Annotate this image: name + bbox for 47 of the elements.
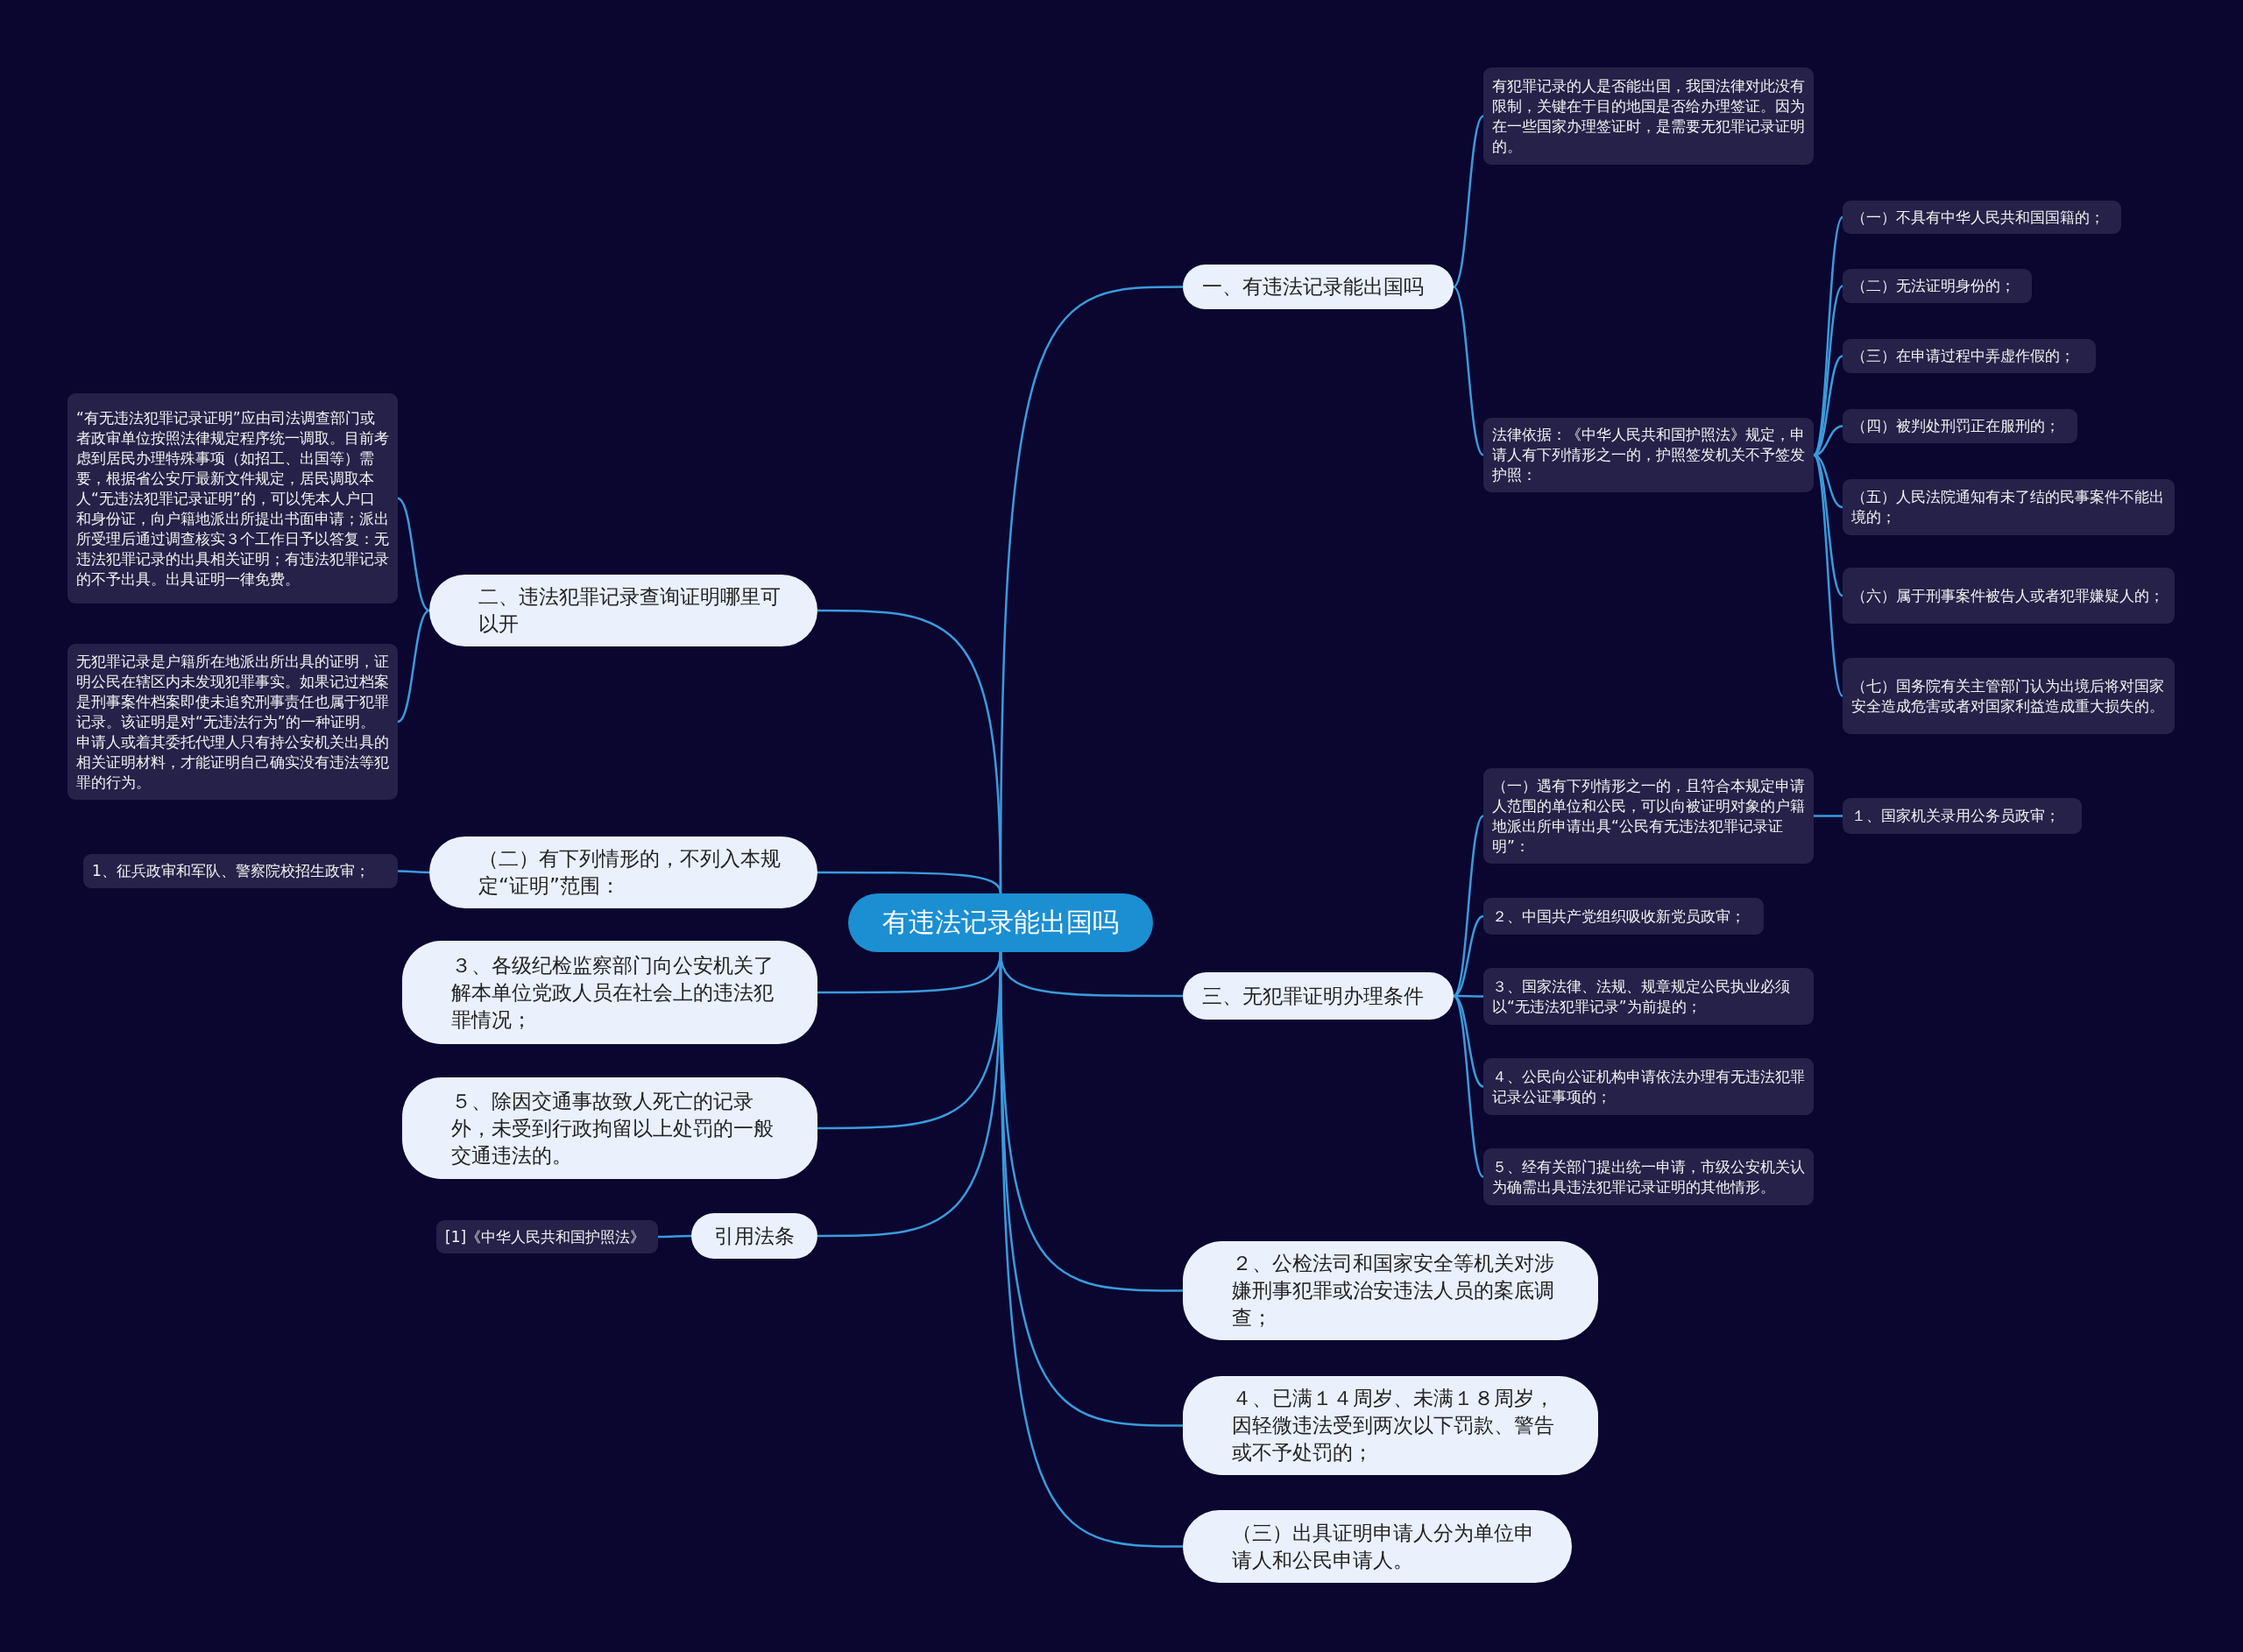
connector-line [1453, 115, 1484, 288]
note-box: （三）在申请过程中弄虚作假的； [1843, 339, 2096, 373]
connector-line [1813, 285, 1843, 456]
connector-line [1453, 994, 1484, 1088]
note-box: ３、国家法律、法规、规章规定公民执业必须以“无违法犯罪记录”为前提的； [1483, 968, 1814, 1025]
note-box: （二）无法证明身份的； [1843, 269, 2032, 303]
topic-pill: 一、有违法记录能出国吗 [1183, 265, 1454, 309]
note-box: “有无违法犯罪记录证明”应由司法调查部门或者政审单位按照法律规定程序统一调取。目前考虑到居民办理特殊事项（如招工、出国等）需要，根据省公安厅最新文件规定，居民调取本人“无违法犯罪记录证明”的，可以凭本人户口和身份证，向户籍地派出所提出书面申请；派出所受理后通过调查核实３个工作日予以答复：无违法犯罪记录的出具相关证明；有违法犯罪记录的不予出具。出具证明一律免费。 [67, 393, 398, 604]
topic-pill: 二、违法犯罪记录查询证明哪里可以开 [429, 575, 817, 646]
note-box: 有犯罪记录的人是否能出国，我国法律对此没有限制，关键在于目的地国是否给办理签证。因为在一些国家办理签证时，是需要无犯罪记录证明的。 [1483, 67, 1814, 165]
connector-line [1453, 914, 1484, 998]
topic-pill: ５、除因交通事故致人死亡的记录外，未受到行政拘留以上处罚的一般交通违法的。 [402, 1077, 817, 1179]
connector-line [397, 497, 430, 612]
connector-line [658, 1234, 691, 1239]
topic-pill: ３、各级纪检监察部门向公安机关了解本单位党政人员在社会上的违法犯罪情况； [402, 941, 817, 1044]
note-box: （七）国务院有关主管部门认为出境后将对国家安全造成危害或者对国家利益造成重大损失的。 [1843, 658, 2175, 734]
central-topic: 有违法记录能出国吗 [848, 893, 1153, 952]
topic-pill: ２、公检法司和国家安全等机关对涉嫌刑事犯罪或治安违法人员的案底调查； [1183, 1241, 1598, 1340]
note-box: 法律依据：《中华人民共和国护照法》规定，申请人有下列情形之一的，护照签发机关不予签发护照： [1483, 418, 1814, 492]
connector-line [1813, 454, 1843, 597]
connector-line [999, 952, 1183, 1548]
connector-line [1812, 454, 1844, 697]
connector-line [398, 870, 429, 874]
note-box: 无犯罪记录是户籍所在地派出所出具的证明，证明公民在辖区内未发现犯罪事实。如果记过档案是刑事案件档案即使未追究刑事责任也属于犯罪记录。该证明是对“无违法行为”的一种证明。申请人或着其委托代理人只有持公安机关出具的相关证明材料，才能证明自己确实没有违法等犯罪的行为。 [67, 644, 398, 800]
note-box: ２、中国共产党组织吸收新党员政审； [1483, 898, 1764, 935]
topic-pill: 三、无犯罪证明办理条件 [1183, 972, 1454, 1020]
note-box: [1]《中华人民共和国护照法》 [436, 1220, 658, 1253]
note-box: １、国家机关录用公务员政审； [1843, 798, 2082, 834]
topic-pill: ４、已满１４周岁、未满１８周岁，因轻微违法受到两次以下罚款、警告或不予处罚的； [1183, 1376, 1598, 1475]
topic-pill: 引用法条 [691, 1213, 817, 1259]
topic-pill: （二）有下列情形的，不列入本规定“证明”范围： [429, 837, 817, 908]
note-box: ５、经有关部门提出统一申请，市级公安机关认为确需出具违法犯罪记录证明的其他情形。 [1483, 1148, 1814, 1205]
note-box: （六）属于刑事案件被告人或者犯罪嫌疑人的； [1843, 568, 2175, 624]
note-box: （四）被判处刑罚正在服刑的； [1843, 409, 2077, 443]
note-box: （一）遇有下列情形之一的，且符合本规定申请人范围的单位和公民，可以向被证明对象的户籍地派出所申请出具“公民有无违法犯罪记录证明”： [1483, 768, 1814, 864]
connector-line [1453, 286, 1484, 456]
connector-line [1453, 995, 1484, 1178]
note-box: （五）人民法院通知有未了结的民事案件不能出境的； [1843, 479, 2175, 535]
connector-line [817, 871, 1002, 894]
note-box: 1、征兵政审和军队、警察院校招生政审； [83, 854, 398, 888]
connector-line [1454, 994, 1483, 998]
topic-pill: （三）出具证明申请人分为单位申请人和公民申请人。 [1183, 1510, 1572, 1583]
connector-line [1814, 815, 1843, 817]
connector-line [1453, 815, 1484, 997]
note-box: ４、公民向公证机构申请依法办理有无违法犯罪记录公证事项的； [1483, 1058, 1814, 1115]
note-box: （一）不具有中华人民共和国国籍的； [1843, 201, 2121, 234]
connector-line [397, 609, 430, 724]
